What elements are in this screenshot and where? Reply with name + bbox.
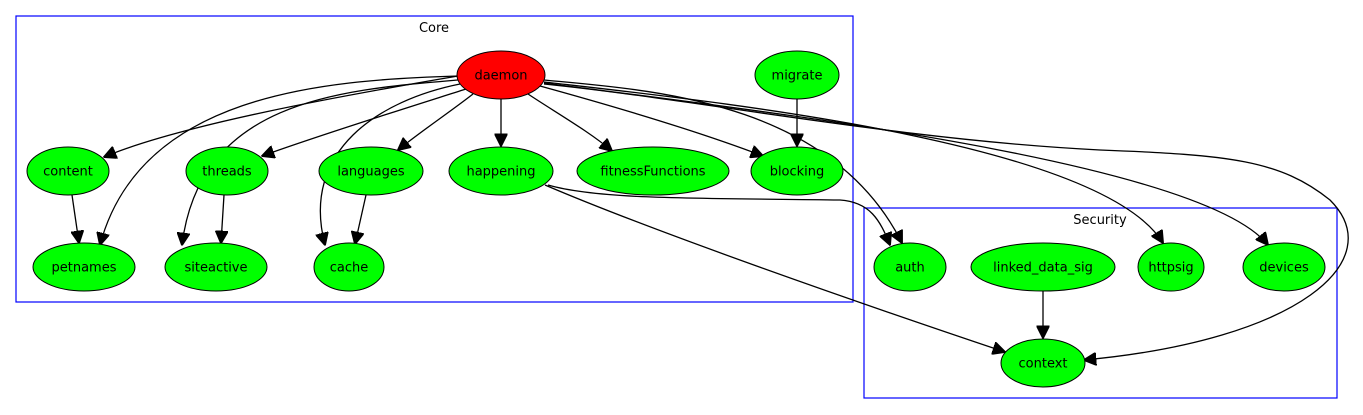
- node-label: devices: [1259, 261, 1309, 276]
- node-cache[interactable]: cache: [313, 242, 385, 292]
- cluster-core: Core: [15, 15, 854, 303]
- edge-daemon-to-languages: [398, 93, 474, 150]
- node-label: content: [43, 165, 93, 180]
- edge-daemon-to-cache: [320, 83, 461, 245]
- edges-layer: [72, 75, 1349, 360]
- node-httpsig[interactable]: httpsig: [1137, 242, 1205, 292]
- node-label: languages: [337, 165, 405, 180]
- node-label: happening: [466, 165, 535, 180]
- node-blocking[interactable]: blocking: [750, 146, 844, 196]
- node-devices[interactable]: devices: [1242, 242, 1326, 292]
- node-label: petnames: [52, 261, 117, 276]
- edge-daemon-to-threads: [262, 88, 467, 156]
- node-label: daemon: [474, 69, 527, 84]
- edge-happening-to-auth: [547, 184, 890, 245]
- node-label: blocking: [770, 165, 825, 180]
- node-ellipse[interactable]: [1242, 242, 1326, 292]
- edge-content-to-petnames: [72, 194, 79, 243]
- node-ellipse[interactable]: [576, 146, 730, 196]
- node-threads[interactable]: threads: [185, 146, 269, 196]
- node-linked_data_sig[interactable]: linked_data_sig: [970, 242, 1116, 292]
- node-ellipse[interactable]: [313, 242, 385, 292]
- node-auth[interactable]: auth: [873, 242, 947, 292]
- cluster-label: Security: [1073, 213, 1127, 228]
- node-ellipse[interactable]: [970, 242, 1116, 292]
- edge-daemon-to-petnames: [100, 75, 459, 245]
- edge-daemon-to-blocking: [539, 85, 763, 156]
- node-ellipse[interactable]: [754, 50, 840, 100]
- cluster-label: Core: [419, 21, 449, 36]
- node-label: context: [1019, 357, 1068, 372]
- cluster-border: [863, 207, 1338, 399]
- node-happening[interactable]: happening: [448, 146, 554, 196]
- node-label: siteactive: [185, 261, 248, 276]
- edge-happening-to-context: [544, 184, 1005, 352]
- node-ellipse[interactable]: [750, 146, 844, 196]
- node-label: threads: [202, 165, 252, 180]
- node-label: auth: [895, 261, 925, 276]
- node-ellipse[interactable]: [185, 146, 269, 196]
- node-content[interactable]: content: [26, 146, 110, 196]
- node-petnames[interactable]: petnames: [32, 242, 136, 292]
- cluster-security: Security: [863, 207, 1338, 399]
- node-ellipse[interactable]: [873, 242, 947, 292]
- cluster-border: [15, 15, 854, 303]
- edge-languages-to-cache: [355, 194, 367, 244]
- node-ellipse[interactable]: [448, 146, 554, 196]
- nodes-layer: daemon migrate content threads languages happ…: [26, 50, 1326, 388]
- node-ellipse[interactable]: [1000, 338, 1086, 388]
- node-daemon[interactable]: daemon: [456, 50, 546, 100]
- node-ellipse[interactable]: [164, 242, 268, 292]
- node-ellipse[interactable]: [1137, 242, 1205, 292]
- node-ellipse[interactable]: [456, 50, 546, 100]
- edge-daemon-to-siteactive: [182, 79, 459, 245]
- node-label: fitnessFunctions: [600, 165, 705, 180]
- node-label: migrate: [772, 69, 823, 84]
- node-label: cache: [330, 261, 369, 276]
- node-label: linked_data_sig: [993, 261, 1093, 276]
- node-ellipse[interactable]: [32, 242, 136, 292]
- node-migrate[interactable]: migrate: [754, 50, 840, 100]
- edge-threads-to-siteactive: [221, 194, 224, 243]
- node-ellipse[interactable]: [26, 146, 110, 196]
- node-languages[interactable]: languages: [318, 146, 424, 196]
- edge-daemon-to-fitnessFunctions: [527, 93, 612, 151]
- node-fitnessFunctions[interactable]: fitnessFunctions: [576, 146, 730, 196]
- node-label: httpsig: [1148, 261, 1193, 276]
- node-ellipse[interactable]: [318, 146, 424, 196]
- node-context[interactable]: context: [1000, 338, 1086, 388]
- edge-daemon-to-context: [543, 83, 1349, 360]
- node-siteactive[interactable]: siteactive: [164, 242, 268, 292]
- edge-daemon-to-auth: [543, 79, 902, 243]
